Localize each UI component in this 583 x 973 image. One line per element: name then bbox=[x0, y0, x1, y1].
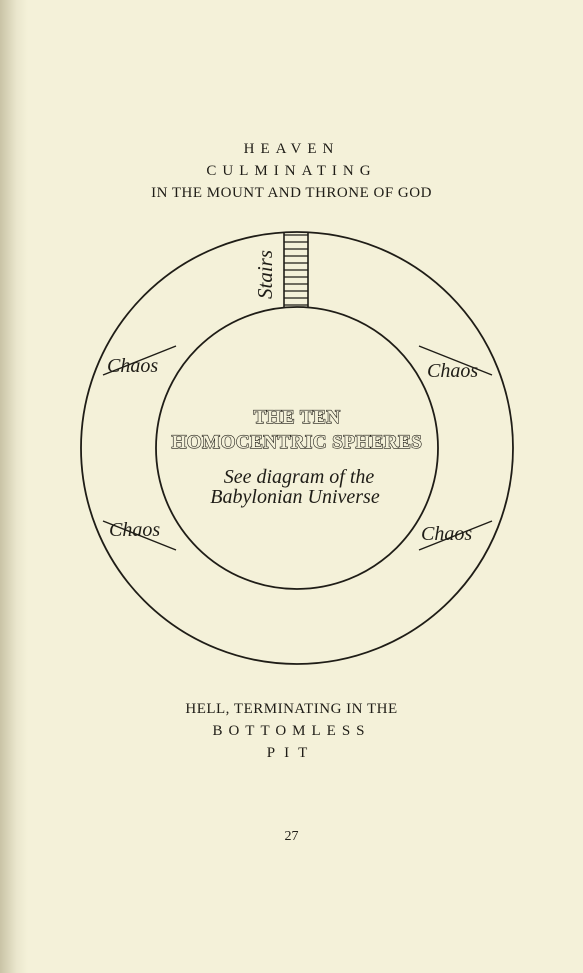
chaos-label-upper-right: Chaos bbox=[427, 360, 478, 382]
inner-circle bbox=[155, 306, 439, 590]
chaos-divider-lower-left bbox=[102, 520, 177, 551]
hell-caption: HELL, TERMINATING IN THE BOTTOMLESS PIT bbox=[0, 698, 583, 764]
pit-line: PIT bbox=[266, 745, 317, 761]
heaven-caption: HEAVEN CULMINATING IN THE MOUNT AND THRO… bbox=[0, 138, 583, 204]
chaos-divider-lower-right bbox=[418, 520, 493, 551]
mount-throne-line: IN THE MOUNT AND THRONE OF GOD bbox=[151, 185, 432, 201]
see-diagram-line2: Babylonian Universe bbox=[210, 486, 380, 508]
culminating-line: CULMINATING bbox=[206, 163, 377, 179]
chaos-label-lower-left: Chaos bbox=[109, 519, 160, 541]
hell-terminating-line: HELL, TERMINATING IN THE bbox=[185, 701, 398, 717]
chaos-label-lower-right: Chaos bbox=[421, 523, 472, 545]
chaos-divider-upper-left bbox=[102, 345, 177, 376]
spheres-title-line1: THE TEN bbox=[253, 407, 340, 428]
bottomless-line: BOTTOMLESS bbox=[212, 723, 371, 739]
chaos-label-upper-left: Chaos bbox=[107, 355, 158, 377]
see-diagram-line1: See diagram of the bbox=[224, 466, 375, 488]
outer-circle bbox=[80, 231, 514, 665]
chaos-divider-upper-right bbox=[418, 345, 493, 376]
spheres-title-line2: HOMOCENTRIC SPHERES bbox=[172, 432, 423, 453]
heaven-line: HEAVEN bbox=[243, 141, 340, 157]
stairs-label: Stairs bbox=[253, 250, 277, 299]
stairs-ladder bbox=[283, 232, 309, 307]
page-number: 27 bbox=[284, 829, 299, 844]
